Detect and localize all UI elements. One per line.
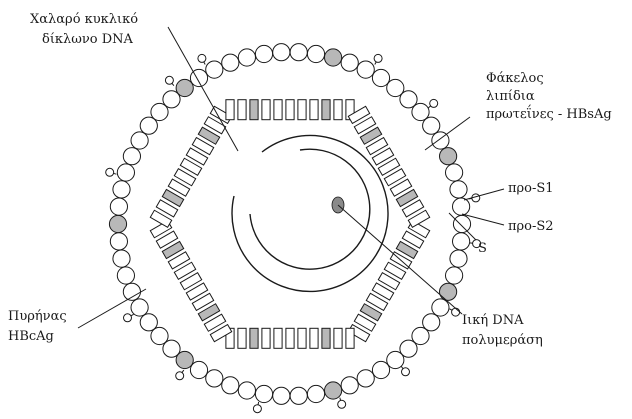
envelope-lipid-bead (341, 54, 358, 71)
capsid-subunit (298, 100, 306, 120)
surface-protein-knob (165, 76, 173, 84)
envelope-lipid-bead (238, 382, 255, 399)
label-circular-dna-line1: Χαλαρό κυκλικό (30, 12, 138, 27)
capsid-subunit (238, 100, 246, 120)
envelope-lipid-bead (440, 283, 457, 300)
label-envelope-line3: πρωτεΐνες - HBsAg (486, 104, 612, 122)
capsid-subunit (226, 100, 234, 120)
surface-protein-knob (452, 308, 460, 316)
envelope-lipid-bead (450, 181, 467, 198)
capsid-subunit (298, 328, 306, 348)
surface-protein-knob (253, 405, 261, 413)
envelope-lipid-bead (110, 233, 127, 250)
envelope-lipid-bead (357, 370, 374, 387)
capsid-subunit (334, 100, 342, 120)
envelope-lipid-bead (440, 148, 457, 165)
label-core-line1: Πυρήνας (8, 309, 67, 324)
envelope-lipid-bead (432, 299, 449, 316)
capsid-subunit (322, 328, 330, 348)
envelope-lipid-bead (453, 198, 470, 215)
label-circular-dna-line2: δίκλωνο DNA (42, 32, 134, 47)
envelope-lipid-bead (372, 69, 389, 86)
surface-protein-knob (176, 372, 184, 380)
envelope-lipid-bead (206, 370, 223, 387)
envelope-lipid-bead (222, 54, 239, 71)
surface-protein-knob (338, 400, 346, 408)
label-pre-s2: προ-S2 (508, 219, 554, 234)
envelope-lipid-bead (190, 361, 207, 378)
envelope-lipid-bead (117, 267, 134, 284)
envelope-lipid-bead (325, 49, 342, 66)
envelope-lipid-bead (290, 44, 307, 61)
envelope-lipid-bead (206, 61, 223, 78)
envelope-lipid-bead (123, 283, 140, 300)
label-pre-s1: προ-S1 (508, 181, 554, 196)
envelope-lipid-bead (255, 45, 272, 62)
envelope-lipid-bead (113, 181, 130, 198)
envelope-lipid-bead (446, 164, 463, 181)
envelope-lipid-bead (273, 387, 290, 404)
capsid-subunit (238, 328, 246, 348)
envelope-lipid-bead (238, 49, 255, 66)
envelope-lipid-bead (109, 215, 126, 232)
envelope-lipid-bead (387, 351, 404, 368)
envelope-lipid-bead (307, 45, 324, 62)
envelope-lipid-bead (255, 385, 272, 402)
envelope-lipid-bead (273, 44, 290, 61)
capsid-subunit (286, 328, 294, 348)
envelope-lipid-bead (307, 385, 324, 402)
leader-polymerase (338, 205, 462, 314)
capsid-subunit (250, 100, 258, 120)
capsid-subunit (310, 100, 318, 120)
label-envelope-line2: λιπίδια (486, 89, 535, 104)
envelope-lipid-bead (450, 250, 467, 267)
leader-pre-s1 (464, 189, 504, 200)
envelope-lipid-bead (372, 361, 389, 378)
envelope-lipid-bead (131, 299, 148, 316)
capsid-subunit (334, 328, 342, 348)
envelope-lipid-bead (325, 382, 342, 399)
capsid-subunit (322, 100, 330, 120)
label-core-line2: HBcAg (8, 329, 54, 344)
envelope-lipid-bead (222, 377, 239, 394)
envelope-lipid-bead (423, 117, 440, 134)
label-polymerase-line2: πολυμεράση (462, 333, 543, 348)
capsid-subunit (274, 328, 282, 348)
envelope-lipid-bead (290, 387, 307, 404)
surface-protein-knob (106, 168, 114, 176)
envelope-lipid-bead (446, 267, 463, 284)
envelope-lipid-bead (453, 233, 470, 250)
envelope-lipid-bead (357, 61, 374, 78)
label-polymerase-line1: Ιική DNA (462, 313, 524, 328)
envelope-lipid-bead (110, 198, 127, 215)
capsid-subunit (262, 100, 270, 120)
capsid-subunit (310, 328, 318, 348)
envelope-lipid-bead (140, 314, 157, 331)
label-envelope-line1: Φάκελος (486, 71, 544, 86)
label-s: S (478, 241, 487, 256)
capsid-subunit (262, 328, 270, 348)
surface-protein-knob (374, 54, 382, 62)
capsid-subunit (274, 100, 282, 120)
surface-protein-knob (430, 99, 438, 107)
envelope-lipid-bead (123, 148, 140, 165)
envelope-lipid-bead (131, 132, 148, 149)
envelope-lipid-bead (176, 79, 193, 96)
dna-inner-strand (250, 149, 370, 269)
capsid-subunit (250, 328, 258, 348)
envelope-lipid-bead (341, 377, 358, 394)
dna-outer-strand (232, 135, 388, 291)
envelope-lipid-bead (453, 215, 470, 232)
surface-protein-knob (402, 368, 410, 376)
capsid-subunit (346, 328, 354, 348)
envelope-lipid-bead (117, 164, 134, 181)
surface-protein-knob (198, 54, 206, 62)
envelope-lipid-bead (113, 250, 130, 267)
surface-protein-knob (124, 314, 132, 322)
capsid-subunit (286, 100, 294, 120)
